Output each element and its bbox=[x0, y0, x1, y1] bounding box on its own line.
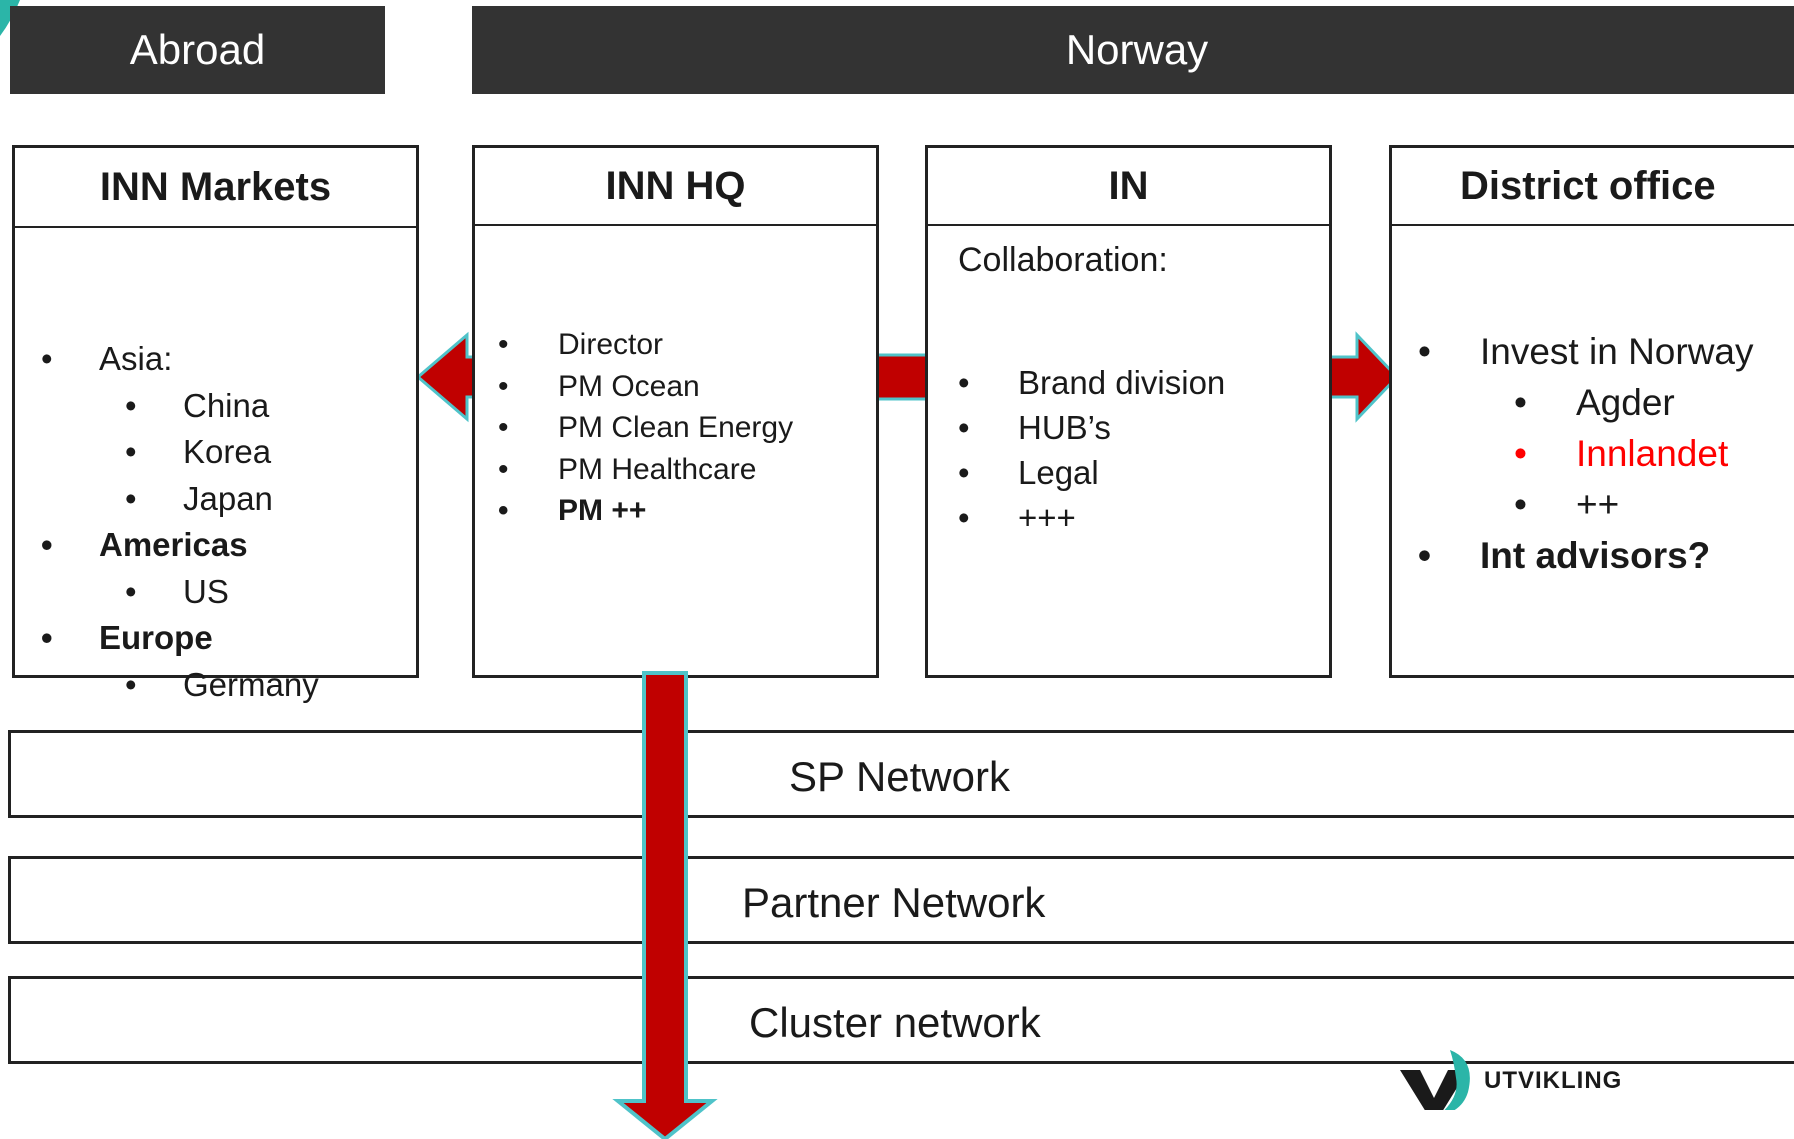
logo-text: UTVIKLING bbox=[1484, 1067, 1623, 1094]
in-item-label: Legal bbox=[1018, 454, 1099, 491]
bullet-icon: • bbox=[498, 328, 509, 361]
markets-item: • Europe bbox=[41, 619, 213, 657]
bullet-icon: • bbox=[41, 526, 53, 563]
bullet-icon: • bbox=[958, 409, 970, 446]
district-item: • Invest in Norway bbox=[1418, 331, 1754, 373]
bullet-icon: • bbox=[1418, 331, 1431, 372]
bullet-icon: • bbox=[125, 433, 137, 470]
markets-item-label: Europe bbox=[99, 619, 213, 656]
inn-markets-card: INN Markets • Asia: • China • Korea • Japan • Ame… bbox=[12, 145, 419, 703]
cluster-network-bar: Cluster network bbox=[8, 976, 1794, 1064]
hq-item: • Director bbox=[498, 328, 664, 362]
district-item-label: ++ bbox=[1576, 484, 1620, 525]
bullet-icon: • bbox=[958, 499, 970, 536]
sp-network-label: SP Network bbox=[789, 753, 1010, 800]
bullet-icon: • bbox=[41, 340, 53, 377]
hq-item-label: PM Clean Energy bbox=[558, 411, 794, 444]
in-item-label: HUB’s bbox=[1018, 409, 1111, 446]
hq-item: • PM Clean Energy bbox=[498, 411, 794, 445]
markets-item: • Americas bbox=[41, 526, 248, 564]
markets-item-label: Japan bbox=[183, 479, 273, 517]
in-intro: Collaboration: bbox=[958, 241, 1168, 279]
district-item: • Int advisors? bbox=[1418, 535, 1711, 577]
in-item-label: Brand division bbox=[1018, 364, 1226, 401]
norway-band: Norway bbox=[472, 6, 1794, 94]
inn-hq-title: INN HQ bbox=[475, 148, 876, 226]
district-item: • ++ bbox=[1514, 484, 1620, 526]
markets-item-label: Americas bbox=[99, 526, 248, 563]
hq-item-label: PM ++ bbox=[558, 494, 647, 527]
inn-hq-card: INN HQ • Director • PM Ocean • PM Clean Energ… bbox=[472, 145, 879, 678]
down-arrow bbox=[612, 671, 718, 1139]
in-item: • Legal bbox=[958, 454, 1099, 492]
bullet-icon: • bbox=[1514, 433, 1527, 474]
bullet-icon: • bbox=[498, 494, 509, 527]
district-item-label: Innlandet bbox=[1576, 433, 1729, 474]
partner-network-bar: Partner Network bbox=[8, 856, 1794, 944]
district-item-label: Int advisors? bbox=[1480, 535, 1711, 576]
markets-item-label: US bbox=[183, 572, 229, 610]
bullet-icon: • bbox=[125, 386, 137, 424]
inn-markets-title: INN Markets bbox=[15, 148, 416, 228]
norway-label: Norway bbox=[1065, 26, 1209, 73]
in-item: • Brand division bbox=[958, 364, 1226, 402]
logo: UTVIKLING bbox=[1398, 1040, 1718, 1110]
bullet-icon: • bbox=[958, 454, 970, 491]
in-item: • HUB’s bbox=[958, 409, 1111, 447]
bullet-icon: • bbox=[41, 619, 53, 656]
bullet-icon: • bbox=[498, 452, 509, 486]
in-card: IN Collaboration: •Brand division•HUB’s•… bbox=[925, 145, 1332, 678]
bullet-icon: • bbox=[958, 364, 970, 401]
bullet-icon: • bbox=[1418, 535, 1431, 576]
markets-item-label: Germany bbox=[183, 665, 319, 703]
cluster-network-label: Cluster network bbox=[749, 999, 1041, 1046]
abroad-band: Abroad bbox=[10, 6, 385, 94]
in-item: • +++ bbox=[958, 499, 1076, 537]
markets-item: • Germany bbox=[125, 665, 319, 704]
in-item-label: +++ bbox=[1018, 499, 1076, 536]
hq-item-label: PM Ocean bbox=[558, 369, 700, 403]
logo-mark-icon bbox=[1400, 1050, 1470, 1110]
bullet-icon: • bbox=[1514, 484, 1527, 525]
markets-item: • Asia: bbox=[41, 340, 173, 378]
bullet-icon: • bbox=[498, 369, 509, 403]
bullet-icon: • bbox=[125, 479, 137, 517]
bullet-icon: • bbox=[498, 411, 509, 444]
district-office-title: District office bbox=[1392, 148, 1794, 226]
bullet-icon: • bbox=[1514, 382, 1527, 423]
sp-network-bar: SP Network bbox=[8, 730, 1794, 818]
district-item-label: Invest in Norway bbox=[1480, 331, 1754, 372]
hq-item: • PM Healthcare bbox=[498, 452, 757, 487]
in-title: IN bbox=[928, 148, 1329, 226]
bullet-icon: • bbox=[125, 665, 137, 703]
markets-item: • US bbox=[125, 572, 229, 611]
hq-item-label: PM Healthcare bbox=[558, 452, 757, 486]
markets-item-label: Asia: bbox=[99, 340, 173, 377]
hq-item: • PM ++ bbox=[498, 494, 647, 528]
district-item-label: Agder bbox=[1576, 382, 1675, 423]
markets-item-label: Korea bbox=[183, 433, 272, 470]
abroad-label: Abroad bbox=[129, 26, 266, 73]
markets-item: • China bbox=[125, 386, 270, 425]
markets-item-label: China bbox=[183, 386, 270, 424]
district-item: • Innlandet bbox=[1514, 433, 1729, 475]
markets-item: • Japan bbox=[125, 479, 273, 518]
bullet-icon: • bbox=[125, 572, 137, 610]
district-office-card: District office •Invest in Norway•Agder•… bbox=[1389, 145, 1794, 678]
hq-item: • PM Ocean bbox=[498, 369, 700, 404]
markets-item: • Korea bbox=[125, 433, 272, 471]
hq-item-label: Director bbox=[558, 328, 664, 361]
right-arrow bbox=[1328, 331, 1400, 423]
partner-network-label: Partner Network bbox=[742, 879, 1046, 926]
district-item: • Agder bbox=[1514, 382, 1675, 424]
